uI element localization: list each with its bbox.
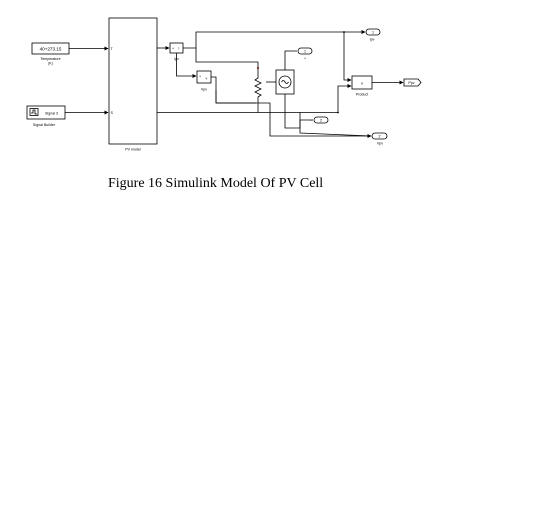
connection-port-plus-label: + xyxy=(304,57,306,61)
outport-ipv-number: 1 xyxy=(372,31,374,35)
ppv-label: Ppv xyxy=(408,81,414,85)
signal-builder-value: Signal 3 xyxy=(45,112,58,116)
ipv-plus: + xyxy=(172,47,174,51)
outport-vpv-number: 2 xyxy=(379,135,381,139)
signal-builder-label: Signal Builder xyxy=(33,123,56,127)
vpv-sensor-block[interactable]: + v Vpv xyxy=(196,70,212,92)
temperature-value: 40+273.15 xyxy=(40,47,62,52)
figure-caption: Figure 16 Simulink Model Of PV Cell xyxy=(108,176,324,191)
signal-wires xyxy=(65,30,404,138)
pv-model-label: PV model xyxy=(125,148,141,152)
ppv-goto-block[interactable]: Ppv xyxy=(403,78,422,87)
signal-builder-block[interactable]: Signal 3 Signal Builder xyxy=(26,105,66,127)
pv-model-block[interactable]: T S PV model xyxy=(108,17,158,152)
ac-source-icon xyxy=(278,75,292,89)
temperature-label: Temperature xyxy=(40,57,60,61)
pv-model-port-t: T xyxy=(111,47,114,51)
connection-port-plus-number: 1 xyxy=(304,50,306,54)
outport-vpv-label: Vpv xyxy=(377,142,383,146)
connection-port-plus[interactable]: 1 + xyxy=(297,47,313,61)
connection-port-minus-label: - xyxy=(310,119,312,123)
voltage-source-block[interactable] xyxy=(275,69,295,95)
connection-port-minus-number: 2 xyxy=(320,119,322,123)
connection-port-minus[interactable]: 2 - xyxy=(310,116,329,124)
simulink-diagram: 40+273.15 Temperature (K) Signal 3 Signa… xyxy=(26,17,422,152)
product-block[interactable]: × Product xyxy=(351,75,373,97)
vpv-sensor-label: Vpv xyxy=(201,88,207,92)
vpv-plus: + xyxy=(199,75,201,79)
temperature-block[interactable]: 40+273.15 Temperature (K) xyxy=(31,42,70,66)
outport-vpv[interactable]: 2 Vpv xyxy=(371,132,388,146)
outport-ipv-label: Ipv xyxy=(370,38,375,42)
product-symbol: × xyxy=(361,81,364,86)
product-label: Product xyxy=(356,93,368,97)
ipv-i: i xyxy=(179,47,180,51)
outport-ipv[interactable]: 1 Ipv xyxy=(365,28,381,42)
signal-builder-icon xyxy=(29,108,39,116)
vpv-v: v xyxy=(206,77,208,81)
temperature-sublabel: (K) xyxy=(48,62,53,66)
pv-model-port-s: S xyxy=(111,111,114,115)
